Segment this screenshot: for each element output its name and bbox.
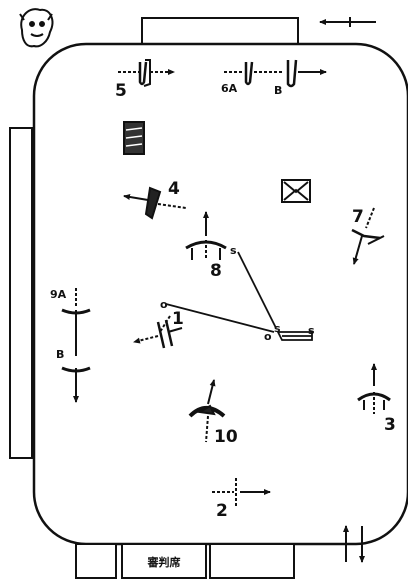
bottom-center-label: 審判席 [147,555,181,569]
position-4 [123,186,187,220]
label-10: 10 [214,427,238,447]
label-2: 2 [216,501,228,521]
position-10 [188,379,226,443]
bottom-right-arrows [343,525,365,563]
left-bench-box [9,127,33,459]
referee-face-icon [19,8,54,48]
position-5 [118,59,175,87]
position-8 [185,211,227,260]
ball-basket-icon [123,121,145,155]
end-o2: o [264,330,272,343]
position-7 [351,207,385,265]
bottom-center-box [121,543,207,579]
end-o1: o [160,298,168,311]
position-6b [286,59,327,88]
chair-icon [281,179,311,203]
label-3: 3 [384,415,396,435]
bottom-left-box [75,543,117,579]
end-s2: s [274,322,281,335]
label-1: 1 [172,309,184,329]
label-7: 7 [352,207,364,227]
rope-lines [165,251,313,341]
position-6a [224,61,284,86]
position-2 [212,478,271,508]
label-9b: B [56,348,64,361]
position-9b [61,366,91,403]
bottom-right-box [209,543,295,579]
label-8: 8 [210,261,222,281]
label-6a: 6A [221,82,238,95]
court-outline [32,42,408,546]
position-3 [357,363,391,414]
end-s1: s [230,244,237,257]
label-4: 4 [168,179,180,199]
end-s3: s [308,324,315,337]
position-9a [61,288,91,356]
top-right-arrow [319,17,376,27]
label-6b: B [274,84,282,97]
label-5: 5 [115,81,127,101]
position-1 [133,315,183,349]
top-bench-box [141,17,299,47]
label-9a: 9A [50,288,67,301]
